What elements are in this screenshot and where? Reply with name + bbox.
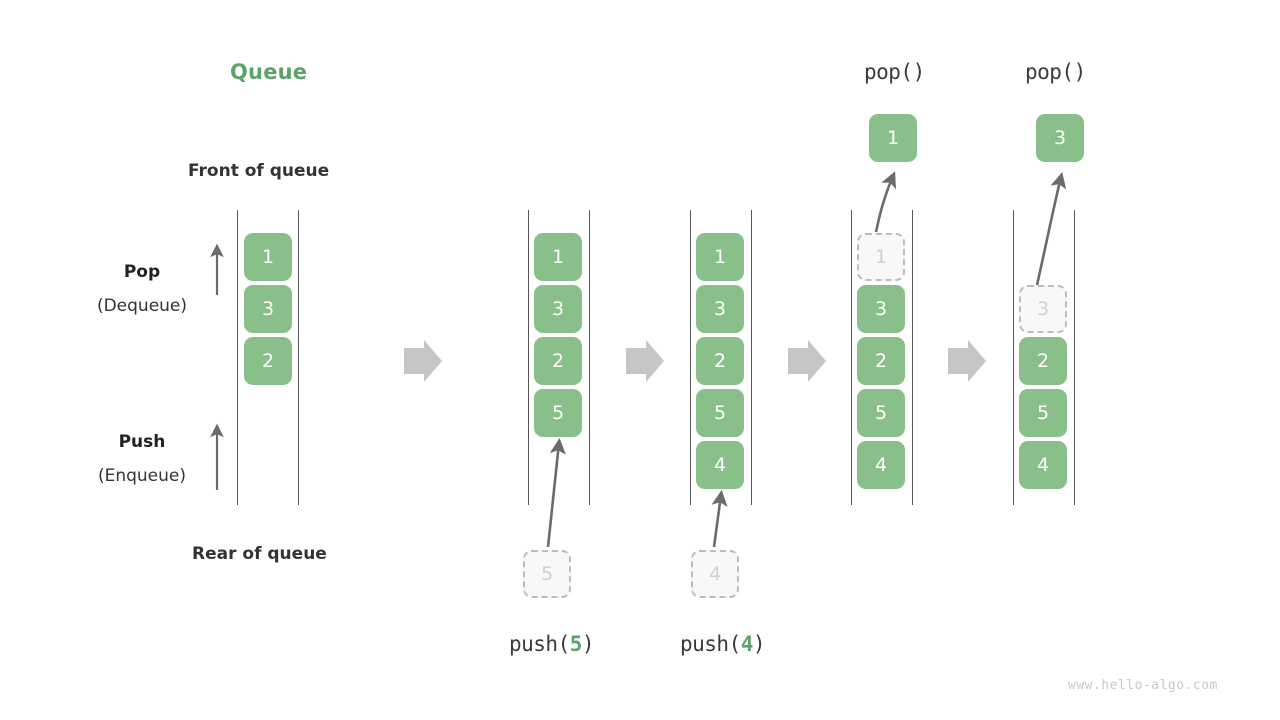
queue-rail-right-col1	[298, 210, 299, 505]
queue-cell: 5	[1019, 389, 1067, 437]
step-chevron-2	[626, 340, 664, 382]
push-5-suffix: )	[581, 632, 595, 656]
queue-cell: 3	[857, 285, 905, 333]
queue-cell: 3	[534, 285, 582, 333]
queue-cell: 1	[696, 233, 744, 281]
queue-cell-removed: 1	[857, 233, 905, 281]
step-chevron-1	[404, 340, 442, 382]
queue-cell: 2	[696, 337, 744, 385]
push-4-suffix: )	[752, 632, 766, 656]
push-5-arrow	[546, 437, 566, 548]
pop-1-caption: pop()	[864, 60, 925, 84]
queue-cell: 2	[244, 337, 292, 385]
queue-rail-right-col2	[589, 210, 590, 505]
popped-cell: 3	[1036, 114, 1084, 162]
page-title: Queue	[230, 60, 308, 84]
step-chevron-3	[788, 340, 826, 382]
step-chevron-4	[948, 340, 986, 382]
push-4-prefix: push(	[680, 632, 741, 656]
popped-cell: 1	[869, 114, 917, 162]
queue-rail-right-col3	[751, 210, 752, 505]
pop-sublabel: (Dequeue)	[96, 296, 188, 316]
queue-cell: 3	[244, 285, 292, 333]
queue-cell: 4	[1019, 441, 1067, 489]
pending-push-cell: 5	[523, 550, 571, 598]
queue-cell: 5	[696, 389, 744, 437]
queue-cell: 4	[857, 441, 905, 489]
queue-cell: 2	[857, 337, 905, 385]
queue-cell: 2	[534, 337, 582, 385]
pop-2-caption: pop()	[1025, 60, 1086, 84]
push-4-arrow	[711, 489, 728, 548]
front-of-queue-label: Front of queue	[188, 161, 330, 181]
watermark: www.hello-algo.com	[1068, 678, 1218, 693]
queue-cell: 1	[534, 233, 582, 281]
queue-rail-left-col5	[1013, 210, 1014, 505]
pop-1-arrow	[874, 171, 897, 233]
push-sublabel: (Enqueue)	[97, 466, 187, 486]
pending-push-cell: 4	[691, 550, 739, 598]
queue-rail-right-col4	[912, 210, 913, 505]
push-label: Push	[118, 432, 166, 452]
queue-cell: 2	[1019, 337, 1067, 385]
queue-cell: 1	[244, 233, 292, 281]
push-5-caption: push(5)	[509, 632, 595, 656]
queue-rail-left-col1	[237, 210, 238, 505]
queue-cell: 3	[696, 285, 744, 333]
pop-label: Pop	[123, 262, 161, 282]
pop-2-arrow	[1035, 171, 1067, 286]
queue-rail-right-col5	[1074, 210, 1075, 505]
queue-rail-left-col3	[690, 210, 691, 505]
queue-cell: 5	[857, 389, 905, 437]
queue-cell-removed: 3	[1019, 285, 1067, 333]
queue-cell-new: 4	[696, 441, 744, 489]
push-4-caption: push(4)	[680, 632, 766, 656]
rear-of-queue-label: Rear of queue	[192, 544, 327, 564]
queue-rail-left-col2	[528, 210, 529, 505]
push-5-prefix: push(	[509, 632, 570, 656]
queue-cell-new: 5	[534, 389, 582, 437]
push-4-value: 4	[740, 632, 754, 656]
push-5-value: 5	[569, 632, 583, 656]
queue-rail-left-col4	[851, 210, 852, 505]
